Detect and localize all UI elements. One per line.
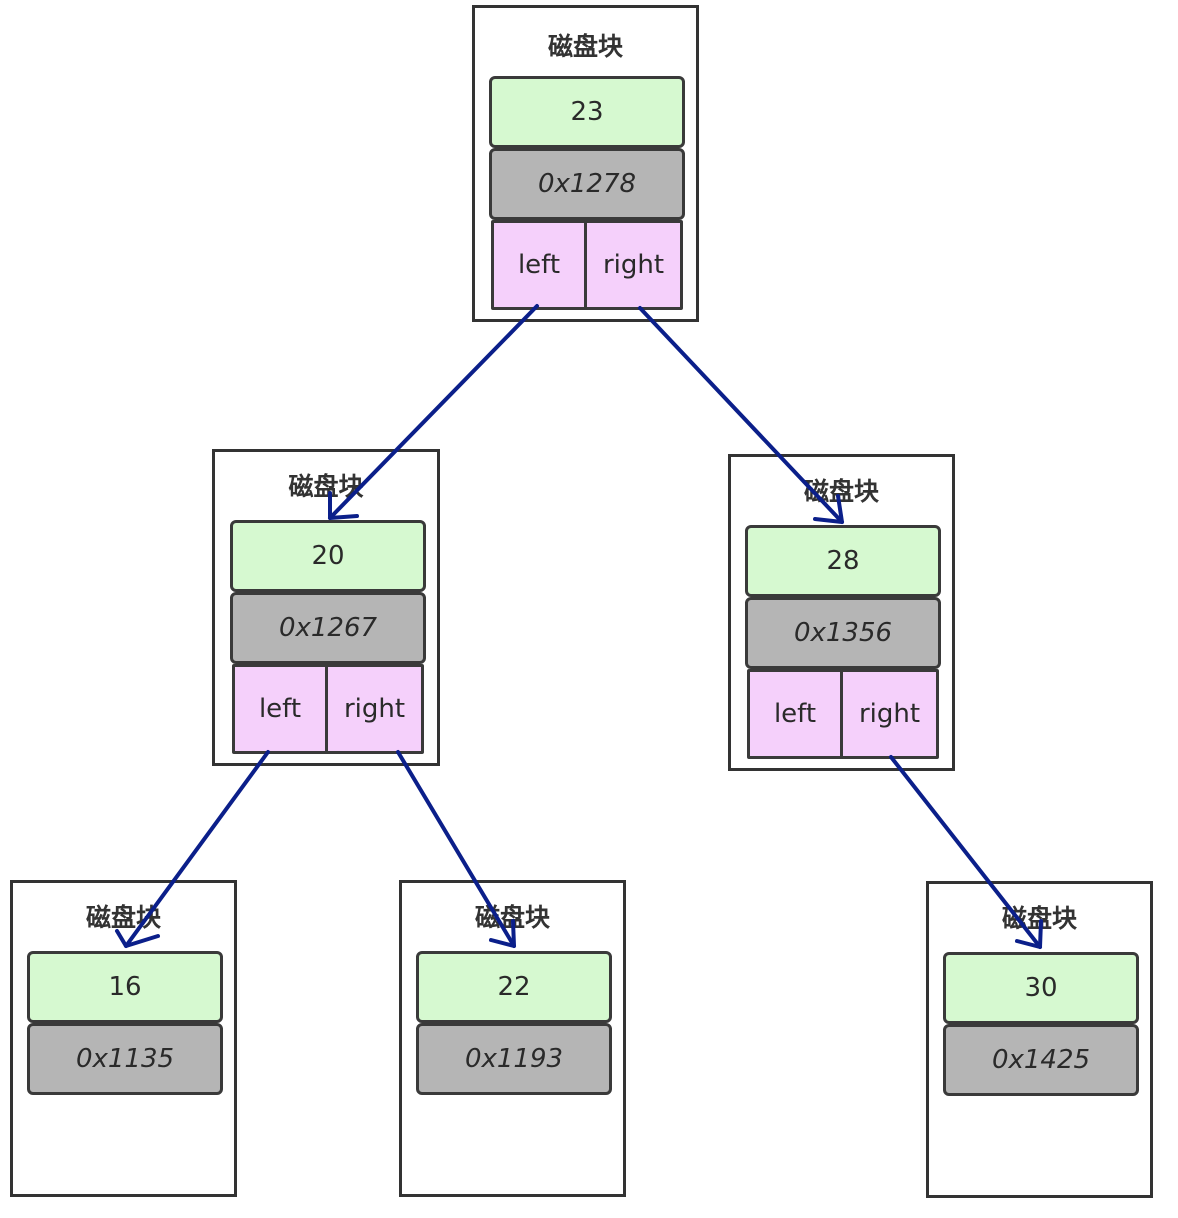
disk-block-28: 磁盘块 28 0x1356 left right — [728, 454, 955, 771]
right-pointer-23: right — [584, 220, 683, 310]
disk-block-23: 磁盘块 23 0x1278 left right — [472, 5, 699, 322]
disk-block-20: 磁盘块 20 0x1267 left right — [212, 449, 440, 766]
disk-block-30: 磁盘块 30 0x1425 — [926, 881, 1153, 1198]
key-cell-30: 30 — [943, 952, 1139, 1024]
disk-block-22: 磁盘块 22 0x1193 — [399, 880, 626, 1197]
disk-block-16: 磁盘块 16 0x1135 — [10, 880, 237, 1197]
key-cell-22: 22 — [416, 951, 612, 1023]
address-cell-23: 0x1278 — [489, 148, 685, 220]
block-title: 磁盘块 — [547, 32, 623, 61]
address-cell-28: 0x1356 — [745, 597, 941, 669]
key-cell-28: 28 — [745, 525, 941, 597]
block-title: 磁盘块 — [474, 903, 550, 932]
right-pointer-20: right — [325, 664, 424, 754]
address-cell-16: 0x1135 — [27, 1023, 223, 1095]
address-cell-22: 0x1193 — [416, 1023, 612, 1095]
block-title: 磁盘块 — [1001, 904, 1077, 933]
left-pointer-23: left — [491, 220, 587, 310]
address-cell-30: 0x1425 — [943, 1024, 1139, 1096]
key-cell-16: 16 — [27, 951, 223, 1023]
right-pointer-28: right — [840, 669, 939, 759]
key-cell-20: 20 — [230, 520, 426, 592]
block-title: 磁盘块 — [288, 472, 364, 501]
key-cell-23: 23 — [489, 76, 685, 148]
address-cell-20: 0x1267 — [230, 592, 426, 664]
left-pointer-28: left — [747, 669, 843, 759]
left-pointer-20: left — [232, 664, 328, 754]
block-title: 磁盘块 — [803, 477, 879, 506]
block-title: 磁盘块 — [85, 903, 161, 932]
